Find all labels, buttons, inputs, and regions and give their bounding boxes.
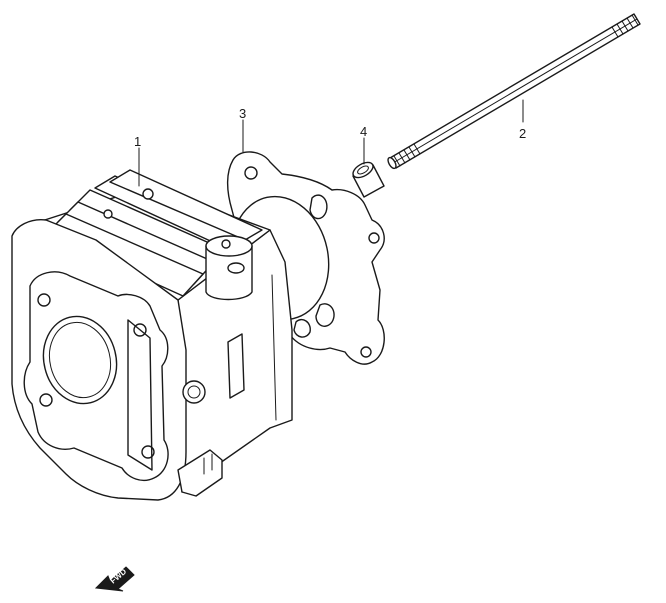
dowel-pin-4 xyxy=(352,161,385,198)
leader-lines xyxy=(138,99,524,187)
callout-1: 1 xyxy=(134,134,141,149)
callout-4: 4 xyxy=(360,124,367,139)
callout-3: 3 xyxy=(239,106,246,121)
fwd-arrow-icon: FWD xyxy=(94,566,135,592)
cylinder-boss xyxy=(205,235,253,301)
stud-bolt-2 xyxy=(387,13,641,170)
callout-2: 2 xyxy=(519,126,526,141)
gasket-3 xyxy=(226,151,385,365)
stud-lower-thread xyxy=(393,143,421,167)
cylinder-1 xyxy=(11,169,293,501)
stud-upper-thread xyxy=(611,14,639,38)
